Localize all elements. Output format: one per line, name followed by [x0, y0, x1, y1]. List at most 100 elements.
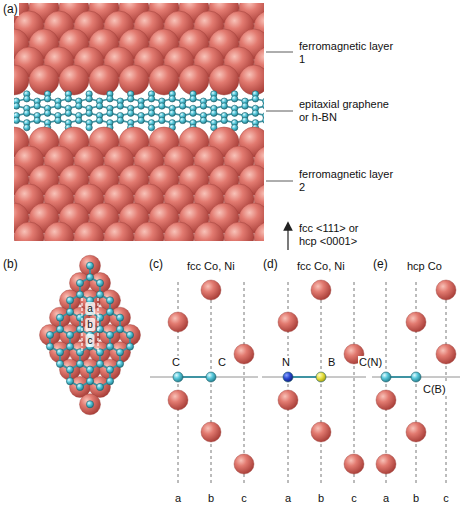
metal-atom — [14, 222, 44, 241]
atom-label: C(B) — [422, 383, 447, 396]
carbon-atom — [24, 124, 30, 130]
carbon-atom — [106, 366, 113, 373]
lattice-atom — [173, 372, 183, 382]
carbon-atom — [76, 103, 82, 109]
carbon-atom — [46, 343, 53, 350]
interface-line — [262, 377, 366, 378]
metal-atom — [224, 222, 254, 241]
stack-rendering — [14, 3, 264, 241]
carbon-atom — [231, 96, 237, 102]
carbon-atom — [86, 110, 92, 116]
carbon-atom — [76, 383, 83, 390]
metal-atom — [194, 222, 224, 241]
carbon-atom — [106, 297, 113, 304]
carbon-atom — [126, 343, 133, 350]
metal-atom — [201, 280, 221, 300]
metal-atom — [179, 65, 209, 95]
metal-atom — [59, 65, 89, 95]
direction-arrow — [287, 226, 288, 250]
carbon-atom — [46, 331, 53, 338]
site-guide — [82, 298, 98, 352]
carbon-atom — [179, 117, 185, 123]
carbon-atom — [96, 291, 103, 298]
carbon-atom — [65, 96, 71, 102]
metal-atom — [149, 65, 179, 95]
atom-label: C — [217, 356, 227, 369]
carbon-atom — [86, 366, 93, 373]
carbon-atom — [14, 103, 20, 109]
carbon-atom — [159, 103, 165, 109]
carbon-atom — [211, 96, 217, 102]
carbon-atom — [106, 331, 113, 338]
carbon-atom — [86, 124, 92, 130]
column-label: a — [382, 492, 390, 505]
metal-atom — [406, 312, 426, 332]
metal-atom — [164, 222, 194, 241]
carbon-atom — [221, 117, 227, 123]
carbon-atom — [96, 117, 102, 123]
carbon-atom — [106, 308, 113, 315]
carbon-atom — [106, 343, 113, 350]
metal-atom — [168, 390, 188, 410]
carbon-atom — [65, 110, 71, 116]
metal-atom — [344, 454, 364, 474]
metal-atom — [201, 422, 221, 442]
carbon-atom — [44, 96, 50, 102]
metal-atom — [14, 65, 29, 95]
metal-atom — [234, 454, 254, 474]
metal-atom — [209, 65, 239, 95]
carbon-atom — [56, 349, 63, 356]
metal-atom — [119, 65, 149, 95]
lattice-atom — [411, 372, 421, 382]
metal-atom — [278, 312, 298, 332]
carbon-atom — [252, 110, 258, 116]
column-label: c — [240, 492, 248, 505]
carbon-atom — [86, 96, 92, 102]
metal-atom — [376, 454, 396, 474]
lattice-atom — [381, 372, 391, 382]
carbon-atom — [117, 117, 123, 123]
carbon-atom — [221, 103, 227, 109]
metal-atom — [44, 222, 74, 241]
carbon-atom — [148, 96, 154, 102]
metal-atom — [254, 222, 264, 241]
metal-atom — [406, 422, 426, 442]
carbon-atom — [148, 110, 154, 116]
top-view — [40, 255, 141, 415]
carbon-atom — [96, 383, 103, 390]
metal-atom — [234, 344, 254, 364]
carbon-atom — [55, 117, 61, 123]
carbon-atom — [56, 314, 63, 321]
leader-line — [266, 111, 293, 112]
atom-label: B — [327, 356, 336, 369]
carbon-atom — [263, 103, 264, 109]
carbon-atom — [96, 279, 103, 286]
graphene-sheet — [14, 91, 264, 131]
carbon-atom — [66, 366, 73, 373]
carbon-atom — [55, 103, 61, 109]
site-label: c — [86, 334, 95, 347]
panel-letter: (e) — [372, 258, 389, 271]
metal-atom — [89, 65, 119, 95]
carbon-atom — [190, 110, 196, 116]
carbon-atom — [117, 103, 123, 109]
panel-letter: (a) — [2, 3, 19, 16]
carbon-atom — [116, 326, 123, 333]
panel-title: fcc Co, Ni — [296, 260, 346, 273]
panel-title: hcp Co — [406, 260, 443, 273]
leader-line — [266, 181, 293, 182]
carbon-atom — [66, 297, 73, 304]
metal-atom — [376, 390, 396, 410]
column-label: a — [284, 492, 292, 505]
carbon-atom — [252, 96, 258, 102]
atom-label: N — [281, 356, 291, 369]
carbon-atom — [76, 117, 82, 123]
carbon-atom — [86, 274, 93, 281]
carbon-atom — [242, 103, 248, 109]
carbon-atom — [179, 103, 185, 109]
carbon-atom — [126, 331, 133, 338]
carbon-atom — [76, 360, 83, 367]
carbon-atom — [76, 291, 83, 298]
carbon-atom — [56, 326, 63, 333]
